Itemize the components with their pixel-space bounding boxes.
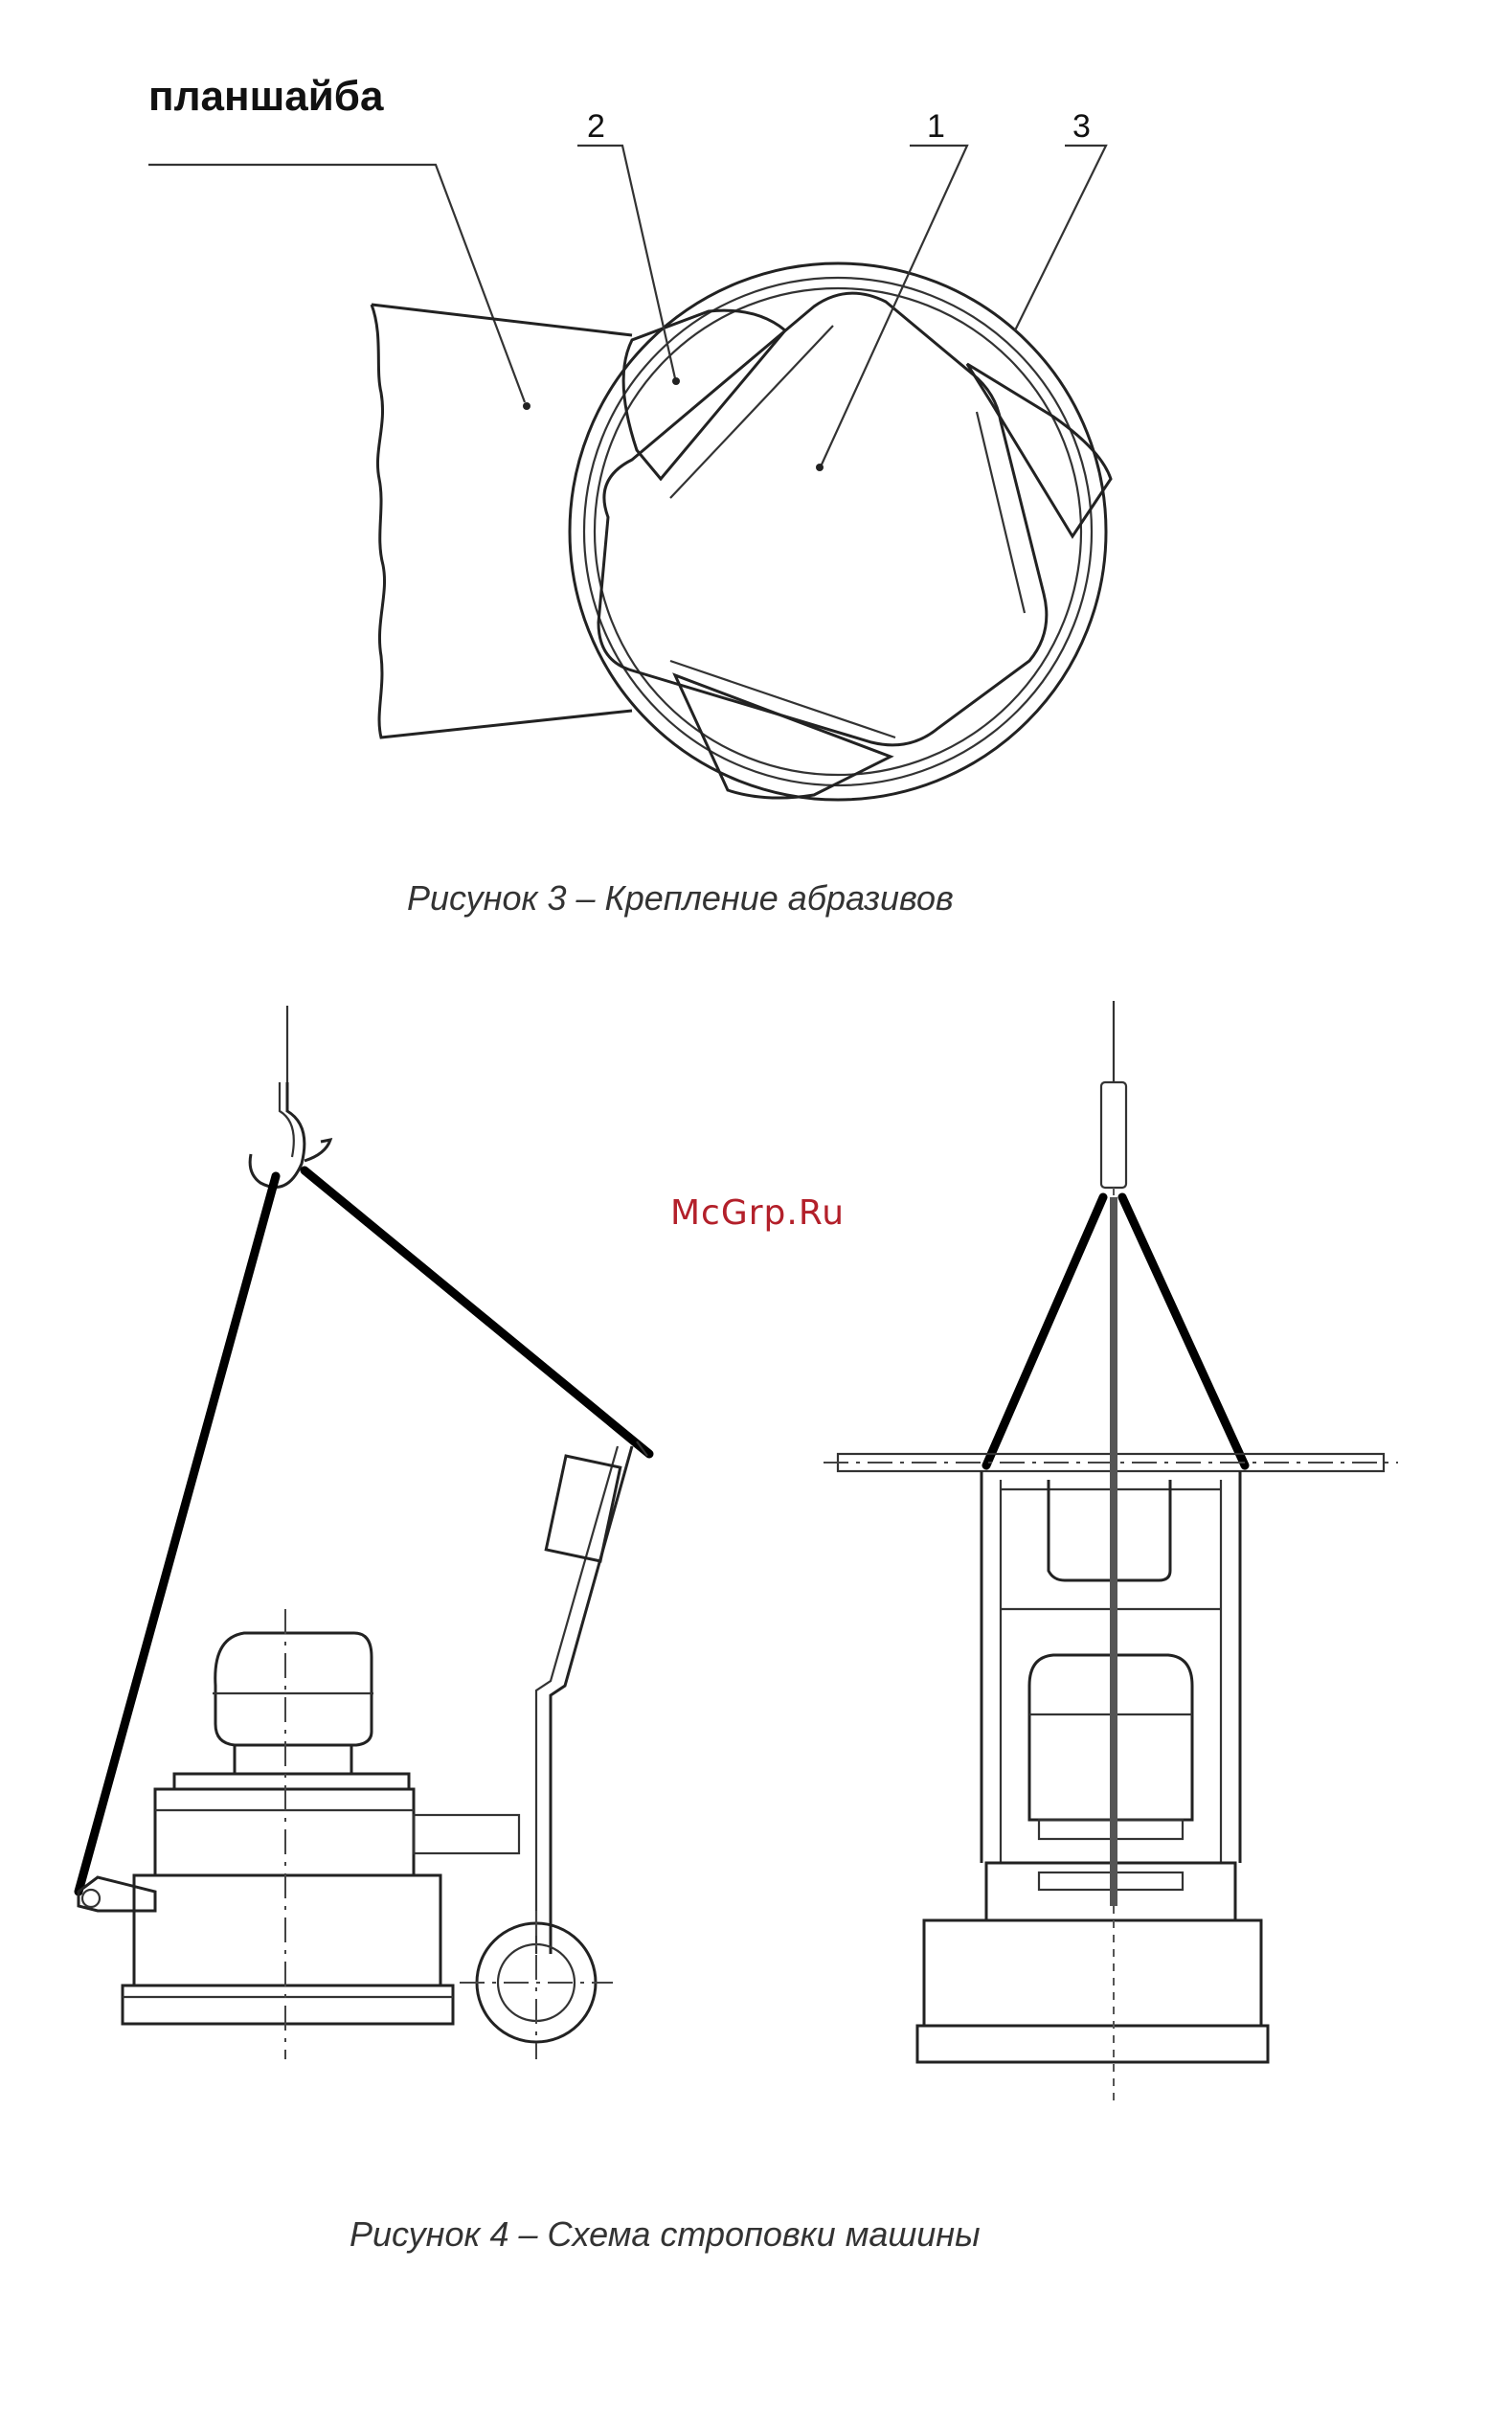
- callout-2-label: 2: [587, 108, 605, 145]
- faceplate-label: планшайба: [148, 73, 384, 120]
- callout-2-dot: [672, 377, 680, 385]
- callout-2-leader: [577, 146, 675, 378]
- rear-bracket-pin: [82, 1890, 100, 1907]
- abrasive-holder-ring-3: [595, 288, 1081, 775]
- figure-3-caption: Рисунок 3 – Крепление абразивов: [407, 878, 954, 918]
- sling-left: [986, 1197, 1103, 1465]
- front-grinding-head-casing: [924, 1920, 1261, 2026]
- figure-4-front-view: [824, 1001, 1398, 2107]
- faceplate-leader-dot: [523, 402, 530, 410]
- grinding-head-base: [123, 1986, 453, 2024]
- lifting-shackle: [1101, 1082, 1126, 1188]
- grinding-head-casing: [134, 1875, 440, 1986]
- callout-1-label: 1: [927, 108, 945, 145]
- motor-flange: [235, 1745, 351, 1774]
- handle-control-box: [546, 1456, 621, 1561]
- figure-4-caption: Рисунок 4 – Схема строповки машины: [350, 2214, 981, 2254]
- crane-hook-tip: [305, 1140, 330, 1161]
- gearbox-side-arm: [414, 1815, 519, 1853]
- abrasive-inner-edges: [670, 326, 1025, 737]
- sling-rear: [79, 1176, 276, 1892]
- callout-3-leader: [1015, 146, 1106, 330]
- callout-3-label: 3: [1072, 108, 1091, 145]
- crane-hook-icon: [250, 1082, 305, 1188]
- front-control-box: [1049, 1480, 1170, 1580]
- faceplate-leader-line: [148, 165, 525, 402]
- callout-1-dot: [816, 464, 824, 471]
- front-grinding-head-base: [917, 2026, 1268, 2062]
- figure-4-side-view: [79, 1006, 649, 2059]
- sling-front: [305, 1170, 649, 1454]
- rear-lifting-bracket: [79, 1877, 155, 1911]
- handle-bar-inner: [536, 1446, 618, 1954]
- gearbox-top-plate: [174, 1774, 409, 1789]
- callout-1-leader: [822, 146, 967, 465]
- abrasive-holder-outer-ring: [570, 263, 1106, 800]
- motor-housing: [215, 1633, 372, 1745]
- faceplate-body-edge: [372, 305, 632, 737]
- abrasive-holder-inner-ring: [584, 278, 1092, 785]
- figure-3-abrasive-mounting: планшайба 2 1 3 Рисунок 3 – Крепление аб…: [148, 73, 1111, 918]
- faceplate-body-top: [372, 305, 632, 335]
- abrasive-segment-top-left: [623, 310, 785, 479]
- watermark-text: McGrp.Ru: [670, 1193, 845, 1233]
- handle-bar-outer: [551, 1446, 632, 1954]
- sling-right: [1122, 1197, 1245, 1465]
